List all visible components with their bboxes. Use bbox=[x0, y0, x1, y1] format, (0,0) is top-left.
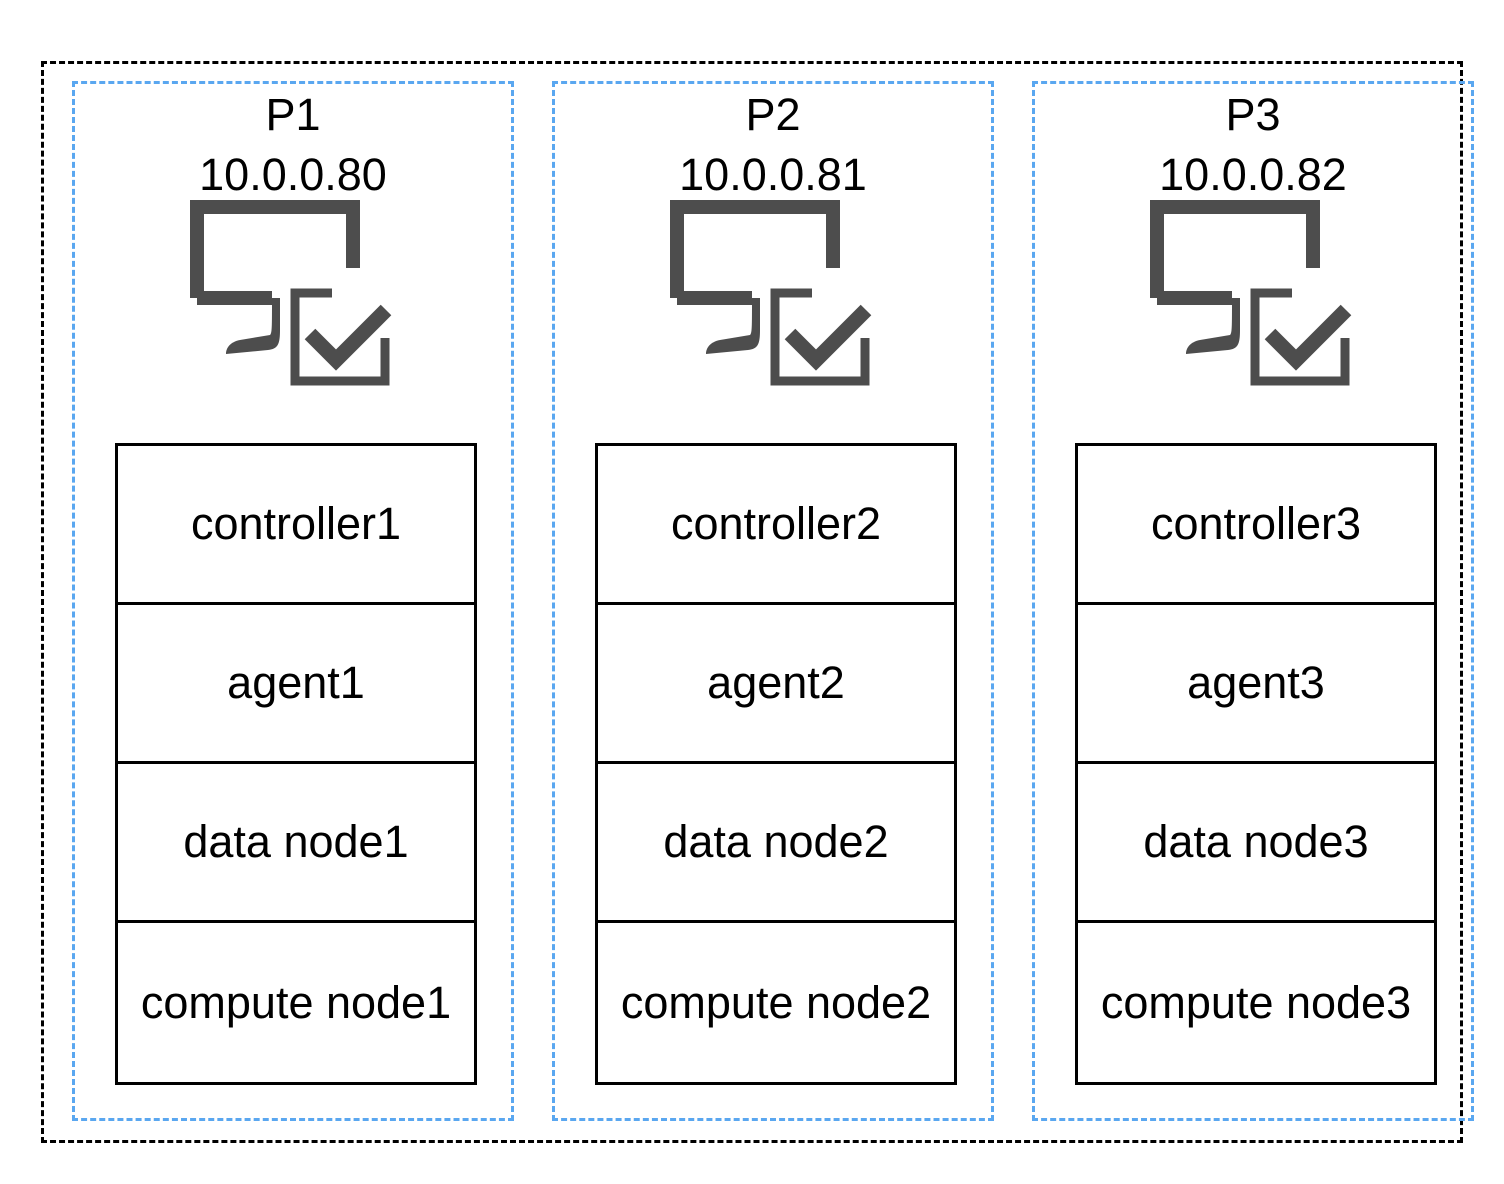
host-name: P3 bbox=[1225, 89, 1281, 140]
component-data-node: data node1 bbox=[118, 764, 474, 923]
component-agent: agent2 bbox=[598, 605, 954, 764]
component-agent: agent3 bbox=[1078, 605, 1434, 764]
host-ip: 10.0.0.81 bbox=[679, 149, 867, 200]
computer-check-icon bbox=[190, 200, 392, 386]
component-data-node: data node3 bbox=[1078, 764, 1434, 923]
component-stack: controller1 agent1 data node1 compute no… bbox=[115, 443, 477, 1085]
computer-check-icon bbox=[1150, 200, 1352, 386]
host-p1: P1 10.0.0.80 controller1 agent1 data nod… bbox=[72, 81, 514, 1121]
component-controller: controller3 bbox=[1078, 446, 1434, 605]
component-stack: controller2 agent2 data node2 compute no… bbox=[595, 443, 957, 1085]
host-p3: P3 10.0.0.82 controller3 agent3 data nod… bbox=[1032, 81, 1474, 1121]
component-data-node: data node2 bbox=[598, 764, 954, 923]
component-controller: controller1 bbox=[118, 446, 474, 605]
component-compute-node: compute node3 bbox=[1100, 976, 1412, 1028]
cluster-boundary bbox=[41, 61, 1463, 1143]
host-p2: P2 10.0.0.81 controller2 agent2 data nod… bbox=[552, 81, 994, 1121]
computer-check-icon bbox=[670, 200, 872, 386]
component-controller: controller2 bbox=[598, 446, 954, 605]
component-stack: controller3 agent3 data node3 compute no… bbox=[1075, 443, 1437, 1085]
host-name: P2 bbox=[745, 89, 801, 140]
component-agent: agent1 bbox=[118, 605, 474, 764]
host-ip: 10.0.0.80 bbox=[199, 149, 387, 200]
component-compute-node: compute node2 bbox=[620, 976, 932, 1028]
component-compute-node: compute node1 bbox=[140, 976, 452, 1028]
host-name: P1 bbox=[265, 89, 321, 140]
host-ip: 10.0.0.82 bbox=[1159, 149, 1347, 200]
